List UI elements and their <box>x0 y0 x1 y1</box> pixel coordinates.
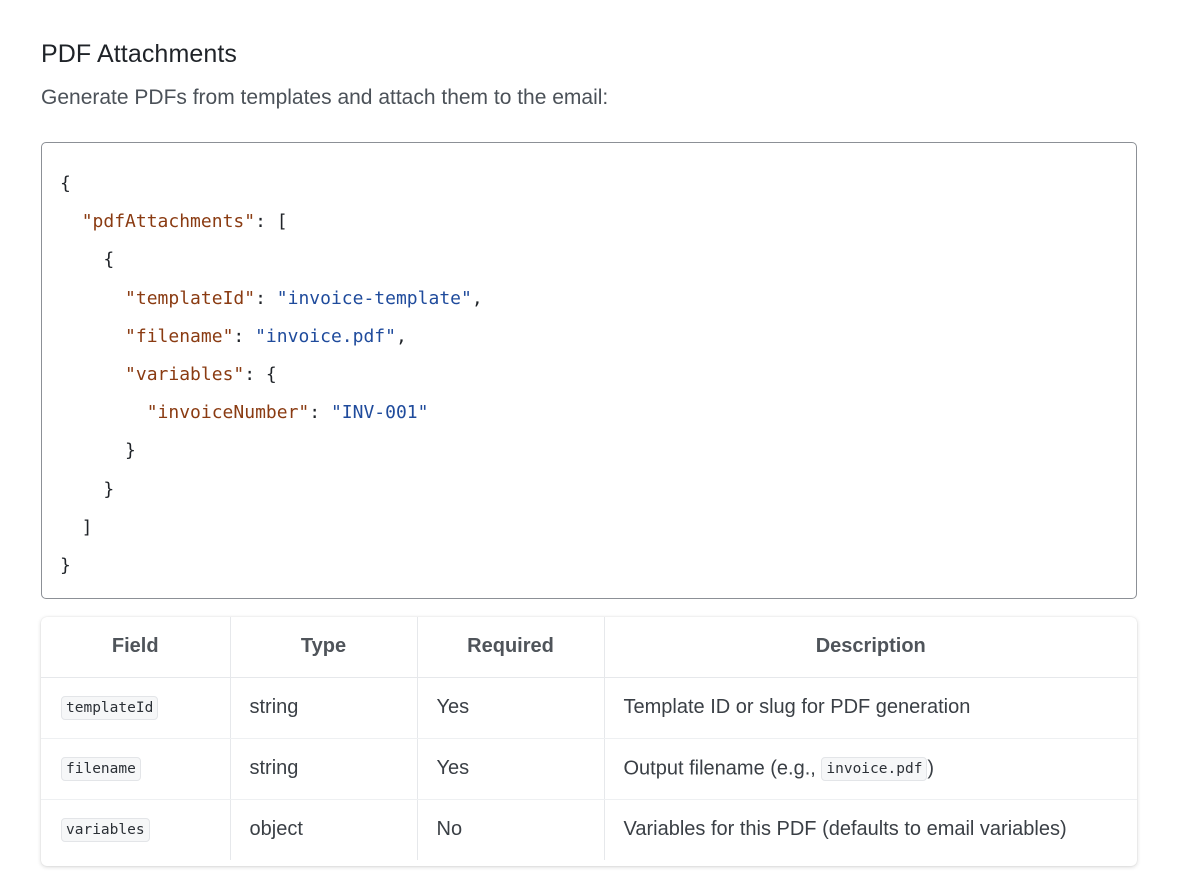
header-type: Type <box>230 617 418 678</box>
section-description: Generate PDFs from templates and attach … <box>41 86 609 109</box>
header-description: Description <box>604 617 1137 678</box>
header-field: Field <box>41 617 231 678</box>
type-cell: string <box>230 677 418 739</box>
json-punctuation: } <box>60 554 71 576</box>
json-string: "invoice.pdf" <box>255 325 396 347</box>
code-line: "invoiceNumber": "INV-001" <box>60 394 1136 432</box>
description-text: Output filename (e.g., <box>623 757 822 779</box>
json-string: "invoice-template" <box>276 287 472 309</box>
field-cell: filename <box>41 738 231 800</box>
code-line: "filename": "invoice.pdf", <box>60 318 1136 356</box>
json-code-block[interactable]: { "pdfAttachments": [ { "templateId": "i… <box>41 142 1137 599</box>
json-key: "templateId" <box>125 287 256 309</box>
description-text: Variables for this PDF (defaults to emai… <box>623 818 1067 841</box>
table-row: templateId string Yes Template ID or slu… <box>41 677 1137 739</box>
json-punctuation: , <box>471 287 483 309</box>
header-required: Required <box>417 617 605 678</box>
type-cell: object <box>230 799 418 860</box>
json-punctuation: : <box>255 287 277 309</box>
json-key: "invoiceNumber" <box>146 402 310 424</box>
json-punctuation: } <box>60 478 115 500</box>
code-line: } <box>60 471 1136 509</box>
field-cell: variables <box>41 799 231 860</box>
code-line: } <box>60 547 1136 585</box>
code-line: } <box>60 432 1136 470</box>
json-string: "INV-001" <box>330 402 429 424</box>
json-key: "variables" <box>125 363 245 385</box>
description-cell: Template ID or slug for PDF generation <box>604 677 1137 739</box>
description-cell: Output filename (e.g., invoice.pdf) <box>604 738 1137 800</box>
description-text: Template ID or slug for PDF generation <box>623 696 971 719</box>
section-title: PDF Attachments <box>41 40 238 68</box>
code-line: { <box>60 241 1136 279</box>
field-code: templateId <box>61 695 159 720</box>
type-cell: string <box>230 738 418 800</box>
code-line: "pdfAttachments": [ <box>60 203 1136 241</box>
json-key: "filename" <box>125 325 234 347</box>
required-cell: No <box>417 799 605 860</box>
field-code: variables <box>61 817 150 842</box>
required-cell: Yes <box>417 738 605 800</box>
code-line: "variables": { <box>60 356 1136 394</box>
table-row: variables object No Variables for this P… <box>41 799 1137 860</box>
json-punctuation: { <box>60 249 115 271</box>
json-punctuation: } <box>60 440 136 462</box>
json-punctuation <box>60 211 82 232</box>
required-cell: Yes <box>417 677 605 739</box>
json-punctuation: : [ <box>255 211 288 233</box>
code-line: { <box>60 165 1136 203</box>
code-line: ] <box>60 509 1136 547</box>
json-punctuation: , <box>395 325 407 347</box>
description-cell: Variables for this PDF (defaults to emai… <box>604 799 1137 860</box>
json-punctuation: : { <box>244 363 277 385</box>
table-header-row: Field Type Required Description <box>41 617 1137 678</box>
json-punctuation <box>60 326 125 347</box>
json-punctuation <box>60 402 147 423</box>
json-punctuation <box>60 364 125 385</box>
json-punctuation <box>60 288 125 309</box>
json-punctuation: : <box>309 402 331 424</box>
json-punctuation: { <box>60 173 71 194</box>
description-suffix: ) <box>927 757 935 779</box>
field-cell: templateId <box>41 677 231 739</box>
table-row: filename string Yes Output filename (e.g… <box>41 738 1137 800</box>
json-punctuation: : <box>233 325 256 347</box>
description-code: invoice.pdf <box>821 756 928 781</box>
json-punctuation: ] <box>60 516 93 538</box>
fields-table: Field Type Required Description template… <box>41 617 1137 866</box>
field-code: filename <box>61 756 141 781</box>
json-key: "pdfAttachments" <box>81 211 256 233</box>
code-line: "templateId": "invoice-template", <box>60 280 1136 318</box>
